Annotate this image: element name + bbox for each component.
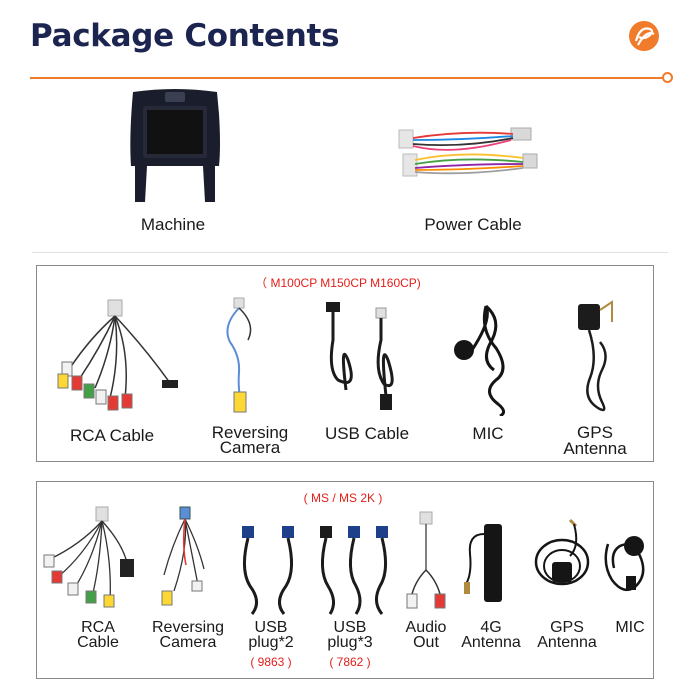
- usb-plug-triple-image: [320, 526, 388, 615]
- reversing-camera-2-label-line1: Reversing: [151, 619, 225, 636]
- rca-cable-2-label-line2: Cable: [77, 634, 119, 651]
- reversing-camera-label-line2: Camera: [219, 438, 281, 457]
- car-stereo-head-unit-image: [130, 89, 220, 202]
- 4g-antenna-label-line1: 4G: [480, 619, 502, 636]
- usb-plug-pair-image: [242, 526, 294, 615]
- usb-plug-3-label-line2: plug*3: [327, 634, 373, 651]
- title-underline: [30, 77, 666, 79]
- gps-antenna-2-label-line2: Antenna: [537, 634, 597, 651]
- rca-cable-image: [43, 506, 134, 608]
- section1-models: （ M100CP M150CP M160CP): [255, 276, 421, 290]
- reversing-camera-cable-image: [161, 506, 205, 606]
- microphone-image: [604, 536, 645, 592]
- wiring-harness-image: [398, 127, 538, 177]
- page-title: Package Contents: [30, 18, 340, 54]
- reversing-camera-label-line1: Reversing: [211, 423, 289, 442]
- microphone-image: [454, 304, 505, 416]
- audio-out-cable-image: [406, 511, 446, 609]
- machine-label: Machine: [140, 215, 206, 234]
- usb-plug-2-label-line2: plug*2: [248, 634, 294, 651]
- usb-plug-3-label-line1: USB: [333, 619, 367, 636]
- usb-cable-image: [326, 302, 394, 410]
- rca-cable-2-label-line1: RCA: [81, 619, 115, 636]
- gps-antenna-2-label-line1: GPS: [550, 619, 584, 636]
- power-cable-label: Power Cable: [424, 215, 522, 234]
- 4g-antenna-image: [464, 524, 502, 602]
- rca-cable-image: [57, 299, 178, 411]
- section2-models: ( MS / MS 2K ): [303, 491, 383, 505]
- orange-coil-logo-icon: [629, 21, 659, 51]
- reversing-camera-2-label-line2: Camera: [159, 634, 217, 651]
- mic-2-label: MIC: [615, 619, 645, 636]
- title-underline-dot: [662, 72, 673, 83]
- audio-out-label-line1: Audio: [405, 619, 447, 636]
- gps-antenna-label-line2: Antenna: [563, 439, 627, 458]
- usb-plug-3-note: ( 7862 ): [329, 655, 371, 669]
- usb-plug-2-note: ( 9863 ): [250, 655, 292, 669]
- gps-antenna-label-line1: GPS: [577, 423, 613, 442]
- reversing-camera-cable-image: [226, 297, 252, 413]
- usb-plug-2-label-line1: USB: [254, 619, 288, 636]
- section-divider: [32, 252, 668, 253]
- audio-out-label-line2: Out: [413, 634, 439, 651]
- gps-antenna-image: [578, 300, 613, 412]
- usb-cable-label: USB Cable: [324, 424, 410, 443]
- rca-cable-label: RCA Cable: [69, 426, 155, 445]
- gps-antenna-image: [534, 518, 590, 586]
- 4g-antenna-label-line2: Antenna: [461, 634, 521, 651]
- mic-label: MIC: [472, 424, 504, 443]
- accessory-box-ms: [36, 481, 654, 679]
